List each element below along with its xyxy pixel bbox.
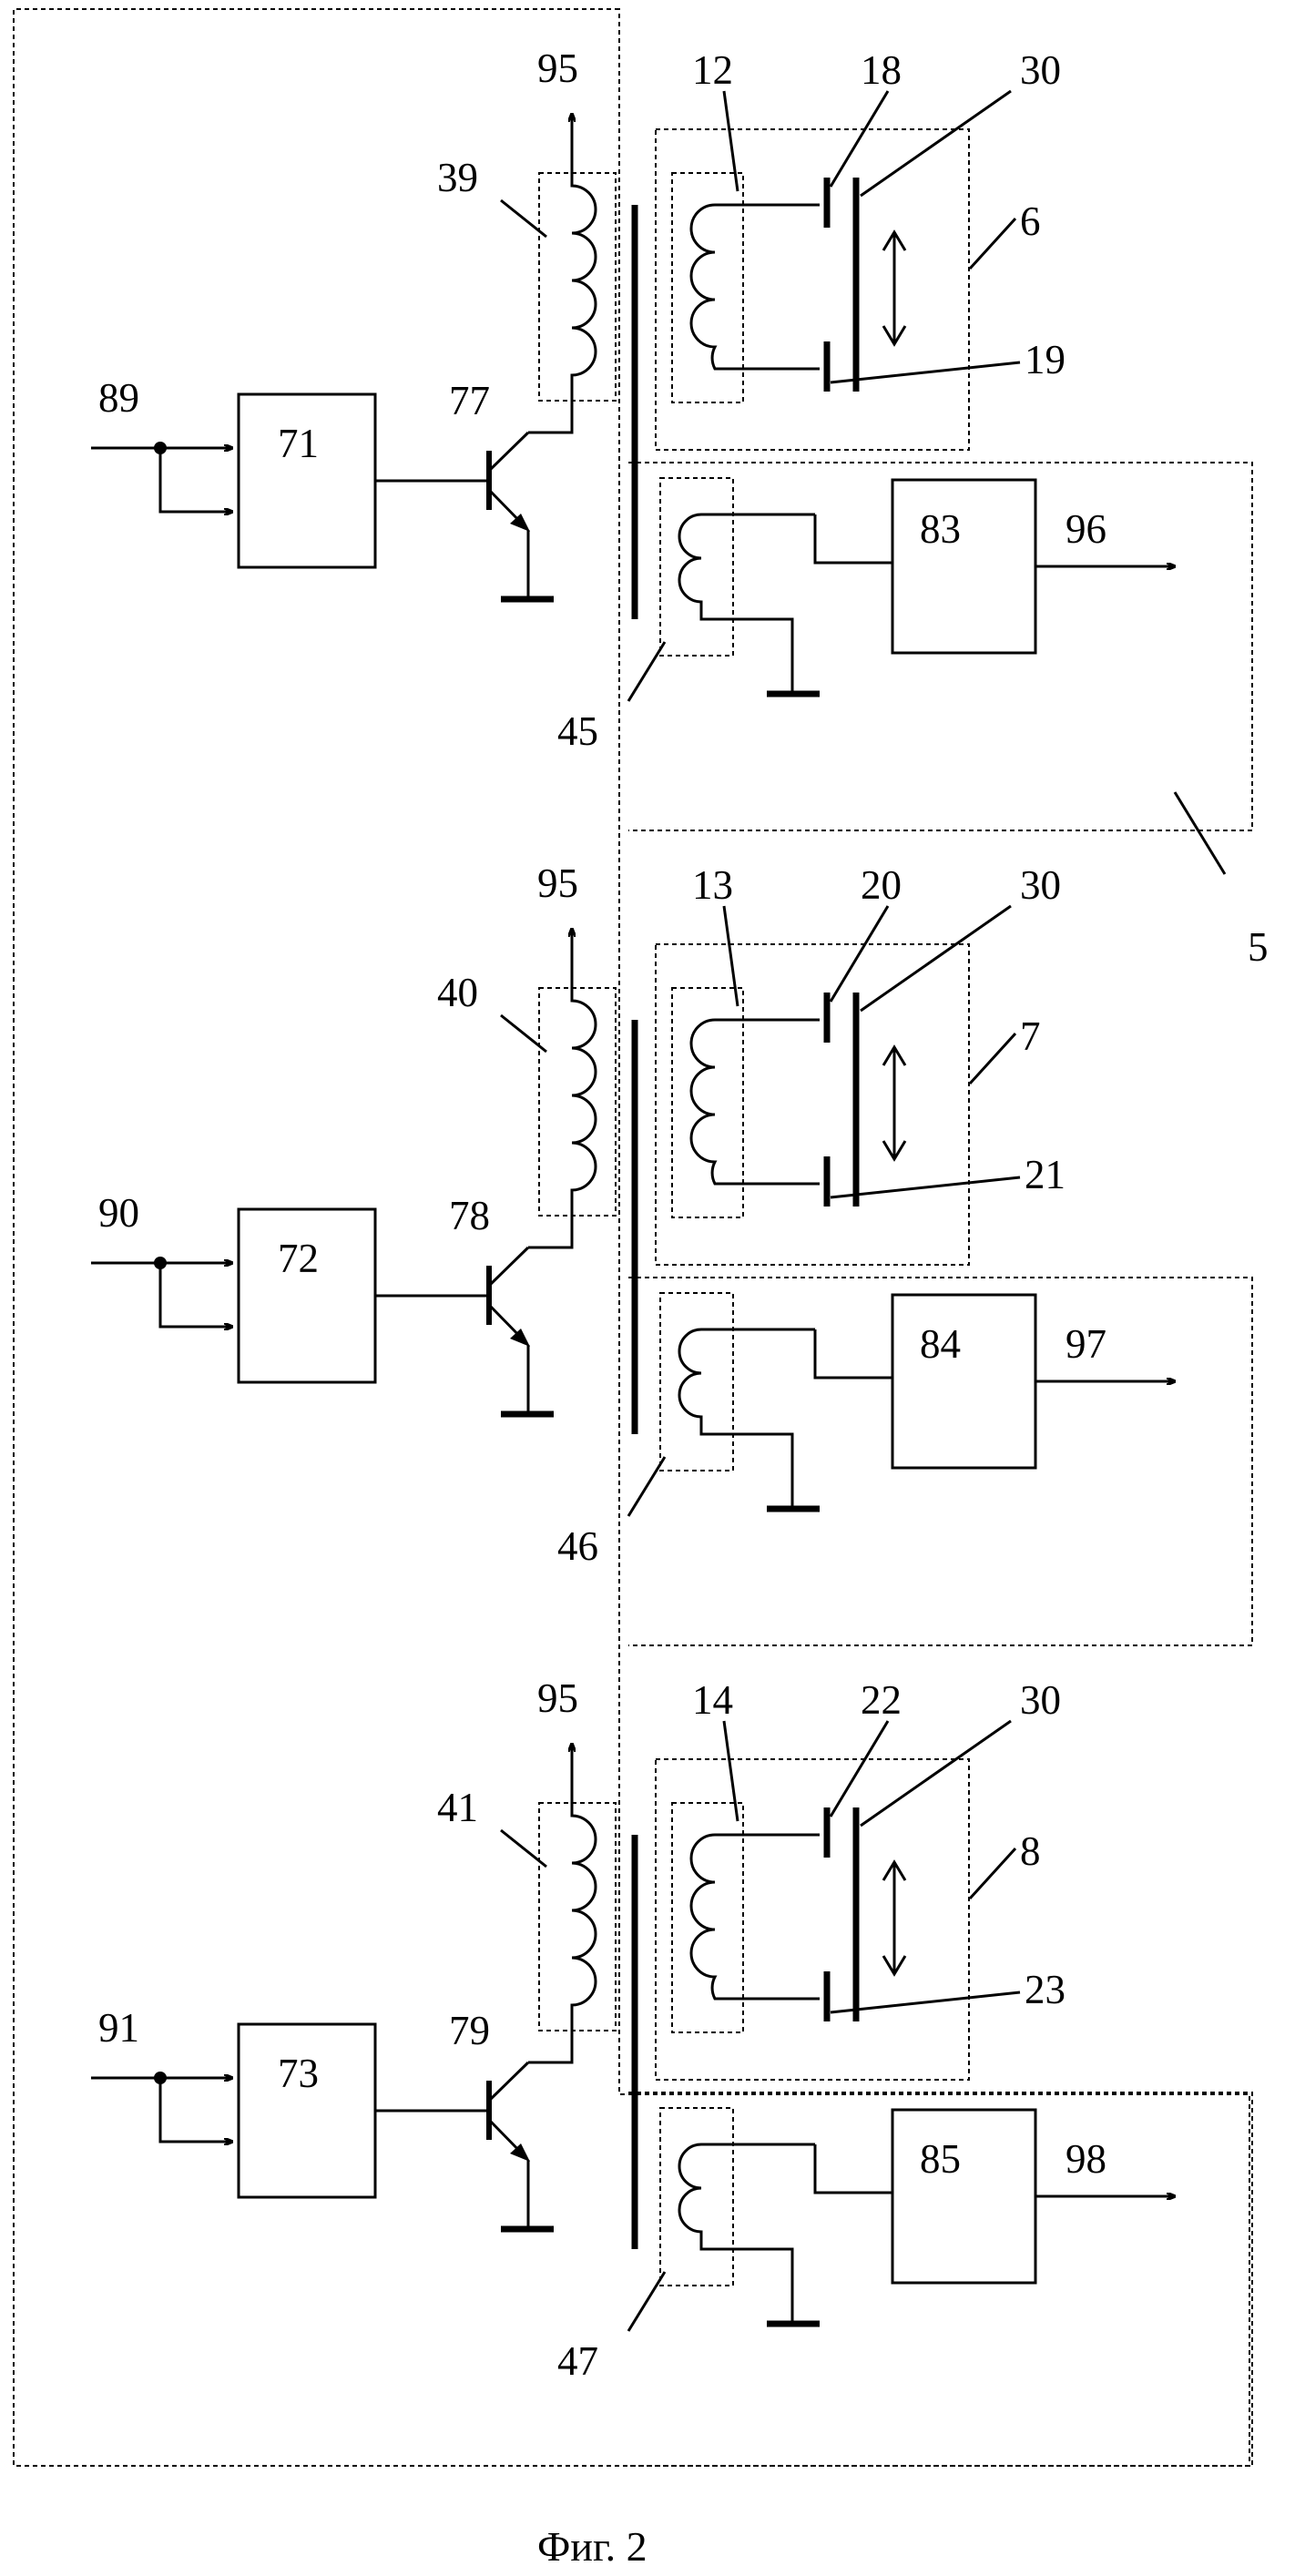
input-branch: [160, 1263, 232, 1327]
label-moving-plate: 30: [1020, 1677, 1061, 1723]
group-coil-icon: [691, 1835, 820, 1999]
figure-caption: Фиг. 2: [537, 2523, 648, 2570]
label-output: 98: [1066, 2136, 1106, 2182]
label-group: 6: [1020, 199, 1041, 244]
label-group: 8: [1020, 1828, 1041, 1874]
label-transistor: 77: [449, 378, 490, 423]
group-box: [656, 944, 969, 1265]
label-plate-bottom: 21: [1025, 1152, 1066, 1197]
label-plate-bottom: 23: [1025, 1967, 1066, 2012]
label-detector: 83: [920, 506, 961, 552]
group-coil-icon: [691, 1020, 820, 1184]
double-arrow-icon: [883, 1862, 905, 1974]
label-block: 73: [278, 2051, 319, 2096]
label-sense-coil: 45: [557, 708, 598, 754]
label-sense-coil: 47: [557, 2338, 598, 2384]
label-detector: 84: [920, 1321, 961, 1367]
label-input: 91: [98, 2005, 139, 2051]
transistor-collector: [491, 1247, 528, 1284]
label-plate-bottom: 19: [1025, 337, 1066, 382]
sense-coil-box: [660, 2108, 733, 2286]
label-plate-top: 18: [861, 47, 902, 93]
sense-coil-box: [660, 1293, 733, 1471]
double-arrow-icon: [883, 1047, 905, 1159]
detector-block: [892, 480, 1035, 653]
label-coil: 39: [437, 155, 478, 200]
detector-block: [892, 1295, 1035, 1468]
label-sense-coil: 46: [557, 1523, 598, 1569]
label-supply: 95: [537, 1675, 578, 1721]
leader-moving-plate: [861, 906, 1011, 1011]
double-arrow-icon: [883, 232, 905, 344]
sense-coil-box: [660, 478, 733, 656]
unit-3: 91 73 79 41 95 14 22 30 8 23 47 85 98: [91, 1675, 1252, 2466]
supply-coil-icon: [572, 942, 596, 1207]
leader-group: [970, 219, 1015, 269]
label-supply: 95: [537, 860, 578, 906]
label-group: 7: [1020, 1013, 1041, 1059]
coil-box: [539, 173, 616, 401]
transistor-collector: [491, 433, 528, 469]
input-branch: [160, 2078, 232, 2142]
label-group-coil: 14: [692, 1677, 733, 1723]
transistor-collector: [491, 2062, 528, 2099]
supply-coil-icon: [572, 127, 596, 392]
label-group-coil: 12: [692, 47, 733, 93]
group-coil-icon: [691, 205, 820, 369]
leader-5: [1175, 792, 1225, 874]
leader-group-coil: [724, 906, 738, 1006]
leader-group: [970, 1033, 1015, 1084]
leader-group-coil: [724, 1721, 738, 1821]
label-group-coil: 13: [692, 862, 733, 908]
label-supply: 95: [537, 46, 578, 91]
input-branch: [160, 448, 232, 512]
label-plate-top: 22: [861, 1677, 902, 1723]
leader-moving-plate: [861, 1721, 1011, 1826]
label-plate-top: 20: [861, 862, 902, 908]
leader-plate-top: [831, 1721, 888, 1817]
collector-wire: [528, 392, 572, 433]
leader-group: [970, 1848, 1015, 1899]
label-transistor: 79: [449, 2008, 490, 2053]
supply-coil-icon: [572, 1757, 596, 2021]
group-box: [656, 1759, 969, 2080]
leader-sense-coil: [628, 1457, 665, 1516]
leader-moving-plate: [861, 91, 1011, 196]
group-box: [656, 129, 969, 450]
label-coil: 41: [437, 1785, 478, 1830]
coil-box: [539, 988, 616, 1216]
sense-coil-icon: [679, 514, 897, 692]
label-detector: 85: [920, 2136, 961, 2182]
leader-plate-top: [831, 906, 888, 1002]
leader-plate-top: [831, 91, 888, 187]
unit-2: 90 72 78 40 95 13 20 30 7 21 46 84 97: [91, 860, 1252, 1645]
label-output: 97: [1066, 1321, 1106, 1367]
label-input: 90: [98, 1190, 139, 1236]
leader-sense-coil: [628, 2272, 665, 2331]
leader-sense-coil: [628, 642, 665, 701]
label-input: 89: [98, 375, 139, 421]
collector-wire: [528, 1207, 572, 1247]
label-output: 96: [1066, 506, 1106, 552]
label-block: 71: [278, 421, 319, 466]
sense-coil-icon: [679, 1329, 897, 1507]
sense-coil-icon: [679, 2144, 897, 2322]
label-moving-plate: 30: [1020, 862, 1061, 908]
label-frame: 5: [1248, 924, 1269, 970]
unit-1: 89 71 77 39 95 12 18 30 6 19 45 83 96: [91, 46, 1252, 874]
detector-block: [892, 2110, 1035, 2283]
label-coil: 40: [437, 970, 478, 1015]
label-moving-plate: 30: [1020, 47, 1061, 93]
label-transistor: 78: [449, 1193, 490, 1238]
label-block: 72: [278, 1236, 319, 1281]
coil-box: [539, 1803, 616, 2031]
leader-group-coil: [724, 91, 738, 191]
collector-wire: [528, 2021, 572, 2062]
